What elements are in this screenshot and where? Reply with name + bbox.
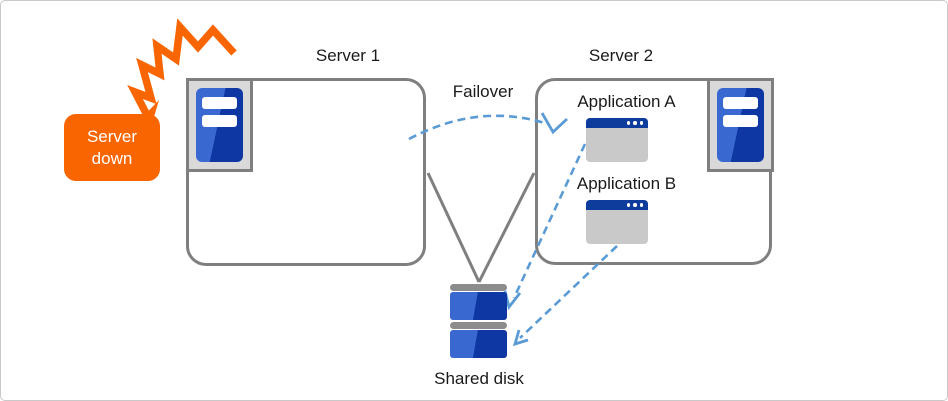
shared-disk-label: Shared disk bbox=[434, 369, 524, 388]
server-icon bbox=[707, 78, 774, 172]
window-dot bbox=[626, 203, 630, 207]
server-slot bbox=[723, 115, 758, 127]
callout-line2: down bbox=[91, 148, 133, 168]
window-titlebar bbox=[586, 200, 648, 210]
app-window-icon bbox=[586, 118, 648, 162]
application-a-label: Application A bbox=[577, 92, 676, 111]
disk-cap bbox=[450, 322, 507, 329]
app-a-disk-arrowhead bbox=[503, 290, 522, 311]
server1-disk-line bbox=[426, 172, 481, 283]
server-slot bbox=[202, 115, 237, 127]
window-dot bbox=[639, 121, 643, 125]
application-b-label: Application B bbox=[576, 174, 677, 193]
window-dot bbox=[633, 203, 637, 207]
server1-label: Server 1 bbox=[315, 46, 381, 65]
window-dot bbox=[626, 121, 630, 125]
disk-body bbox=[450, 330, 507, 358]
disk-body bbox=[450, 292, 507, 320]
server-slot bbox=[723, 97, 758, 109]
disk-stack-icon bbox=[450, 284, 507, 360]
server-slot bbox=[202, 97, 237, 109]
server-tower bbox=[717, 88, 764, 162]
disk-cap bbox=[450, 284, 507, 291]
window-titlebar bbox=[586, 118, 648, 128]
window-dot bbox=[633, 121, 637, 125]
server-down-callout: Server down bbox=[64, 114, 160, 181]
server2-label: Server 2 bbox=[588, 46, 654, 65]
app-b-disk-arrowhead bbox=[512, 329, 529, 347]
app-window-icon bbox=[586, 200, 648, 244]
server-icon bbox=[186, 78, 253, 172]
failover-arrow bbox=[408, 114, 549, 141]
server2-disk-line bbox=[477, 172, 536, 283]
window-dot bbox=[639, 203, 643, 207]
failover-label: Failover bbox=[452, 82, 514, 101]
callout-line1: Server bbox=[86, 126, 138, 146]
server-tower bbox=[196, 88, 243, 162]
